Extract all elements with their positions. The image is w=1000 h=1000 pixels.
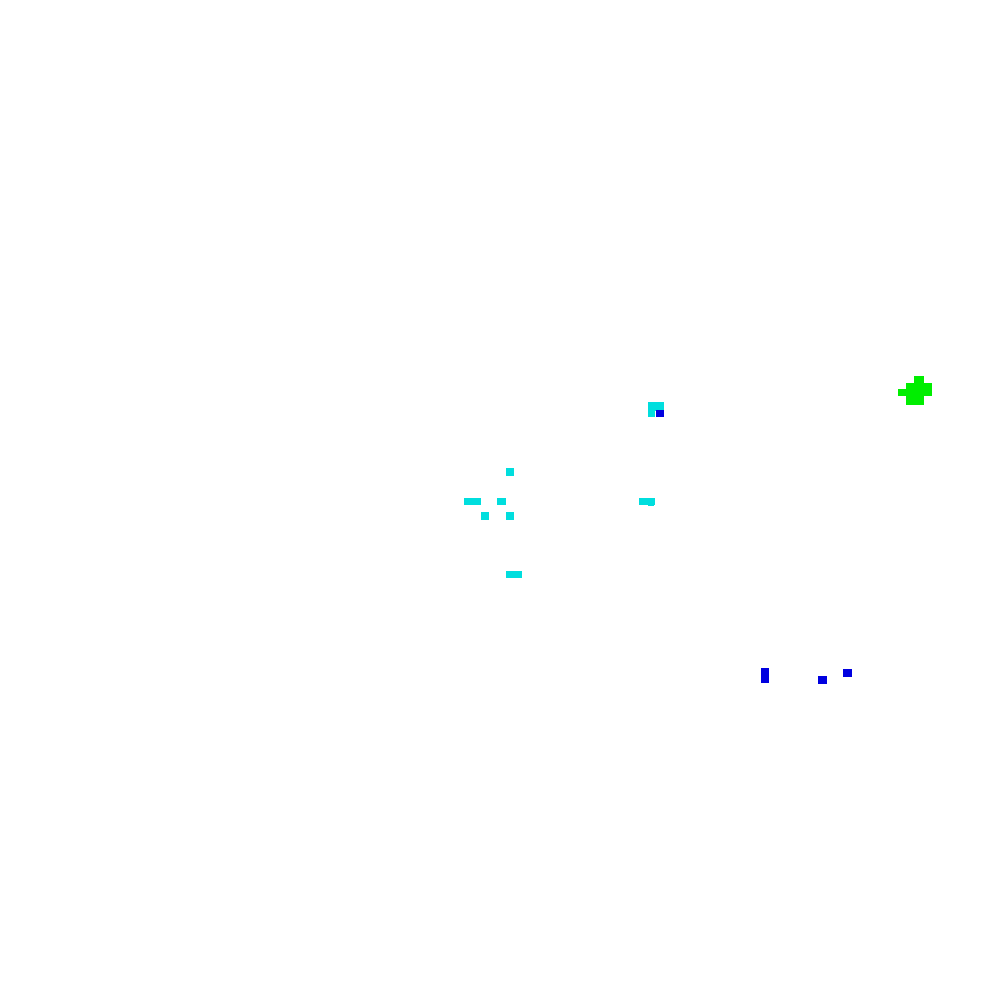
cyan-pixel — [648, 411, 655, 417]
blue-pixel — [656, 410, 664, 417]
blue-pixel — [761, 668, 769, 683]
cyan-pixel — [648, 505, 654, 506]
cyan-pixel — [648, 402, 664, 411]
cyan-pixel — [464, 498, 481, 505]
blue-pixel — [843, 669, 852, 677]
cyan-pixel — [639, 498, 655, 505]
cyan-pixel — [506, 468, 514, 476]
blue-pixel — [818, 676, 827, 684]
cyan-pixel — [506, 571, 522, 578]
green-pixel — [906, 396, 924, 405]
cyan-pixel — [497, 498, 506, 505]
cyan-pixel — [506, 512, 514, 520]
green-pixel — [906, 383, 932, 390]
green-pixel — [914, 376, 924, 385]
green-pixel — [898, 389, 932, 396]
cyan-pixel — [481, 512, 489, 520]
